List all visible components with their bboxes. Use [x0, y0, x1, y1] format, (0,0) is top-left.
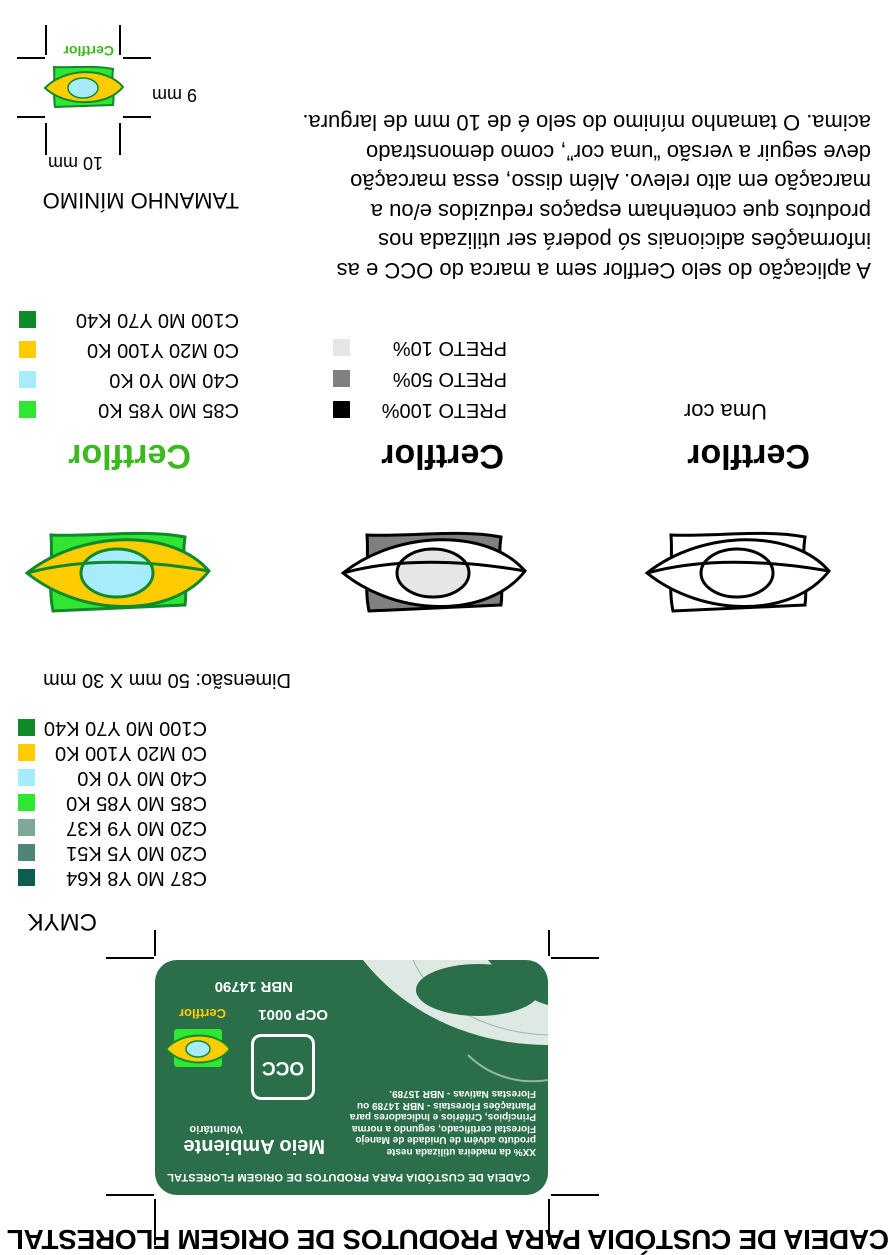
swatch-label-2: C20 M0 Y5 K51: [66, 842, 207, 864]
page-title: CADEIA DE CUSTÓDIA PARA PRODUTOS DE ORIG…: [7, 1224, 889, 1255]
card-brand-text: Certflor: [179, 1006, 226, 1021]
swatch-label-4: C85 M0 Y85 K0: [66, 792, 207, 814]
certflor-one-color-brand: Certflor: [687, 437, 810, 475]
gray-swatch-1: [333, 401, 350, 418]
swatch-label-5: C40 M0 Y0 K0: [77, 767, 207, 789]
swatch-3: [18, 819, 35, 836]
certflor-grayscale-logo: [340, 531, 527, 613]
certflor-color-brand: Certflor: [68, 437, 191, 475]
swatch-1: [18, 869, 35, 886]
color-swatch-label-3: C0 M20 Y100 K0: [87, 339, 239, 361]
certification-card: CADEIA DE CUSTÓDIA PARA PRODUTOS DE ORIG…: [155, 960, 548, 1195]
minimum-leaf-icon: [43, 65, 125, 109]
gray-swatch-2: [333, 370, 350, 387]
swatch-5: [18, 769, 35, 786]
gray-swatch-label-2: PRETO 50%: [392, 368, 507, 390]
minimum-brand-text: Certflor: [63, 43, 114, 59]
color-swatch-4: [19, 311, 36, 328]
usage-paragraph: A aplicação do selo Certflor sem a marca…: [302, 110, 871, 284]
swatch-2: [18, 844, 35, 861]
gray-swatch-label-3: PRETO 10%: [392, 337, 507, 359]
card-meio-ambiente: Meio Ambiente: [183, 1135, 326, 1157]
card-nbr-number: NBR 14790: [214, 978, 293, 995]
swatch-6: [18, 744, 35, 761]
card-header-text: CADEIA DE CUSTÓDIA PARA PRODUTOS DE ORIG…: [166, 1171, 530, 1183]
dimension-label: Dimensão: 50 mm X 30 mm: [43, 669, 291, 691]
one-color-label: Uma cor: [683, 399, 767, 424]
card-certflor-leaf-icon: [164, 1029, 232, 1067]
gray-swatch-3: [333, 339, 350, 356]
color-swatch-label-1: C85 M0 Y85 K0: [98, 399, 239, 421]
color-swatch-label-2: C40 M0 Y0 K0: [109, 369, 239, 391]
cmyk-heading: CMYK: [27, 908, 97, 935]
certflor-color-logo: [24, 531, 211, 613]
color-swatch-1: [19, 401, 36, 418]
color-swatch-label-4: C100 M0 Y70 K40: [75, 309, 239, 331]
minimum-size-heading: TAMANHO MÍNIMO: [42, 188, 239, 213]
card-paragraph: XX% da madeira utilizada neste produto a…: [349, 1088, 536, 1158]
card-background-swoosh: [363, 960, 548, 1083]
occ-logo: OCC: [251, 1034, 315, 1100]
certflor-grayscale-brand: Certflor: [381, 437, 504, 475]
swatch-4: [18, 794, 35, 811]
swatch-label-7: C100 M0 Y70 K40: [43, 717, 207, 739]
minimum-height-label: 9 mm: [152, 85, 197, 105]
swatch-7: [18, 719, 35, 736]
gray-swatch-label-1: PRETO 100%: [381, 399, 507, 421]
color-swatch-3: [19, 341, 36, 358]
color-swatch-2: [19, 371, 36, 388]
swatch-label-1: C87 M0 Y8 K64: [66, 867, 207, 889]
card-voluntario: Voluntário: [189, 1123, 243, 1135]
certflor-one-color-logo: [644, 531, 831, 613]
swatch-label-3: C20 M0 Y9 K37: [66, 817, 207, 839]
minimum-width-label: 10 mm: [47, 153, 103, 173]
card-ocp-number: OCP 0001: [258, 1006, 328, 1023]
swatch-label-6: C0 M20 Y100 K0: [55, 742, 207, 764]
